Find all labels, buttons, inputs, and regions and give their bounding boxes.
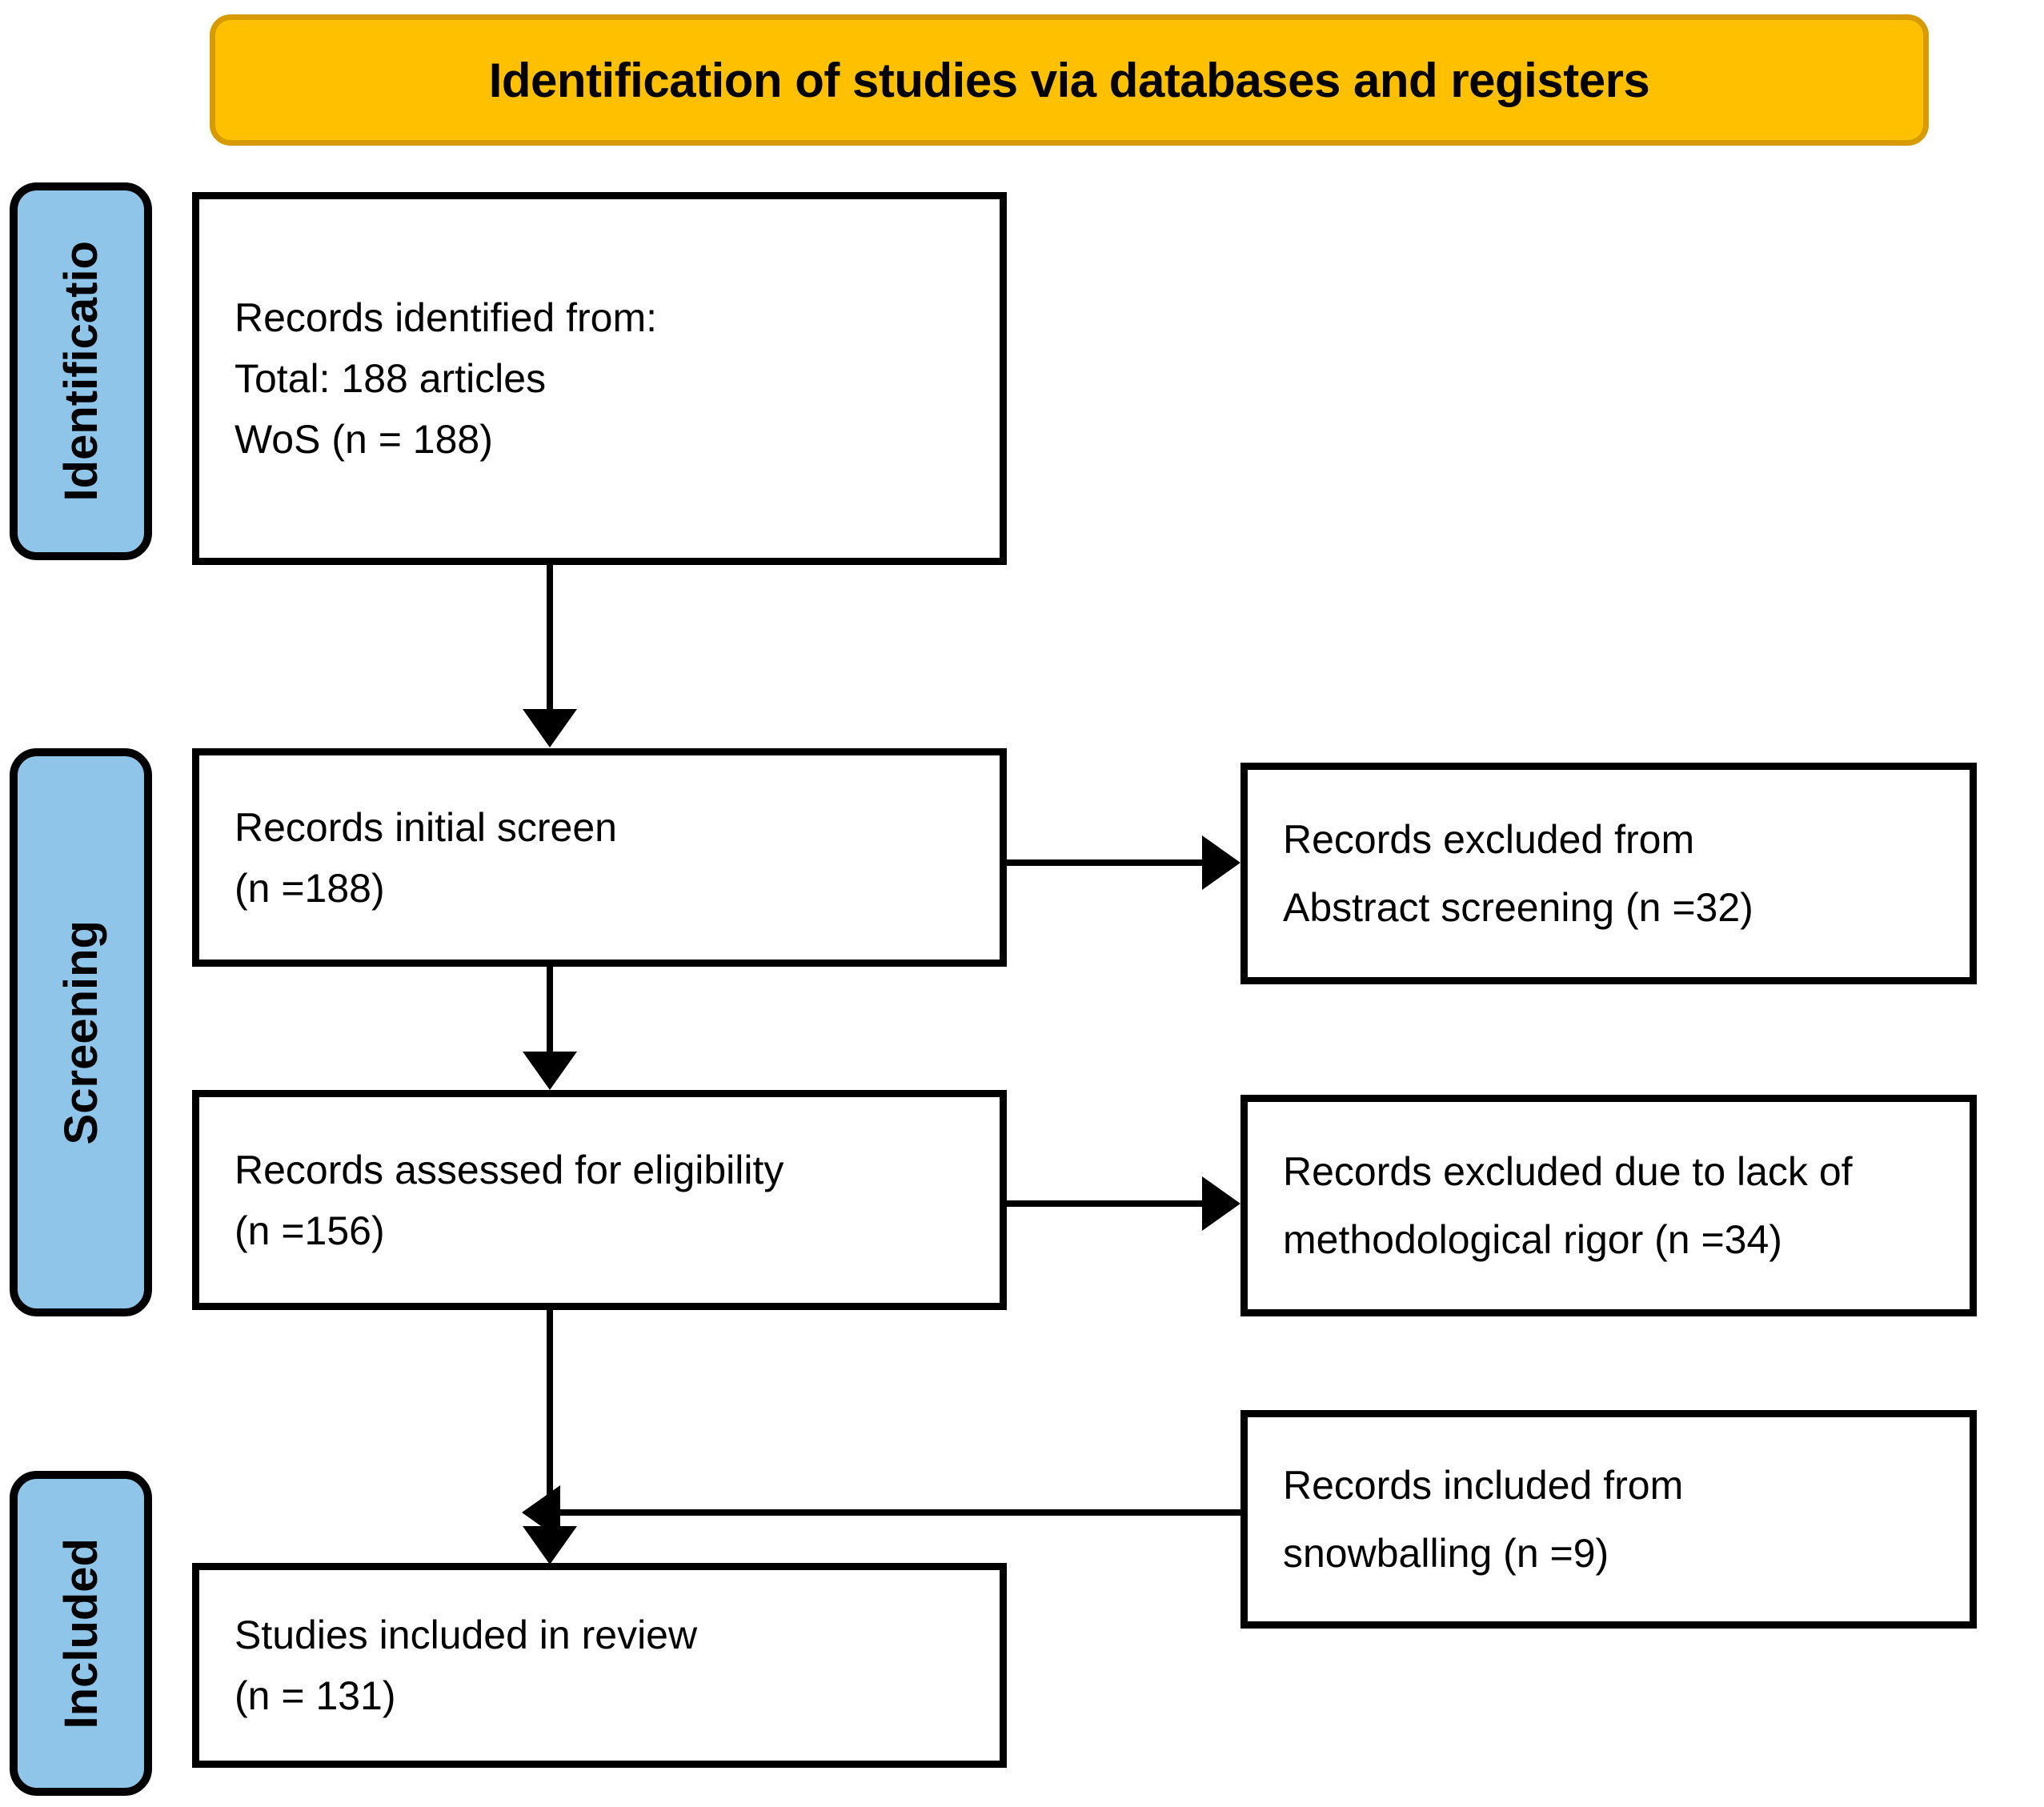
- diagram-header-banner: Identification of studies via databases …: [210, 14, 1929, 146]
- node-records-excluded-rigor-line2: methodological rigor (n =34): [1283, 1216, 1782, 1262]
- node-records-initial-screen-line1: Records initial screen: [234, 804, 617, 850]
- node-records-included-snowballing: Records included from snowballing (n =9): [1240, 1410, 1977, 1629]
- connector-initial-screen-to-eligibility-line: [547, 967, 553, 1053]
- stage-label-screening-text: Screening: [54, 920, 107, 1145]
- node-records-included-snowballing-line2: snowballing (n =9): [1283, 1530, 1609, 1576]
- connector-identified-to-initial-screen-line: [547, 565, 553, 711]
- connector-snowballing-to-main-trunk-line: [560, 1509, 1242, 1516]
- node-studies-included-review-line2: (n = 131): [234, 1673, 396, 1718]
- node-records-excluded-abstract-line2: Abstract screening (n =32): [1283, 884, 1753, 930]
- node-records-identified-line2: Total: 188 articles: [234, 356, 547, 401]
- arrow-right-icon-initial-screen-to-excluded-abstract: [1202, 835, 1240, 890]
- node-records-initial-screen-line2: (n =188): [234, 865, 385, 911]
- node-records-identified-line1: Records identified from:: [234, 295, 658, 340]
- arrow-down-icon-identified-to-initial-screen: [523, 709, 577, 747]
- connector-eligibility-to-excluded-rigor-line: [1007, 1200, 1207, 1207]
- arrow-right-icon-eligibility-to-excluded-rigor: [1202, 1176, 1240, 1231]
- node-records-excluded-abstract: Records excluded from Abstract screening…: [1240, 763, 1977, 984]
- node-records-included-snowballing-line1: Records included from: [1283, 1462, 1684, 1508]
- connector-eligibility-to-included-review-line: [547, 1310, 553, 1528]
- stage-label-screening: Screening: [10, 748, 152, 1316]
- node-records-assessed-eligibility-line2: (n =156): [234, 1208, 385, 1253]
- arrow-down-icon-initial-screen-to-eligibility: [523, 1052, 577, 1090]
- node-records-excluded-rigor-line1: Records excluded due to lack of: [1283, 1148, 1853, 1194]
- page-title: Identification of studies via databases …: [488, 53, 1650, 107]
- stage-label-identification-text: Identificatio: [54, 241, 107, 502]
- connector-initial-screen-to-excluded-abstract-line: [1007, 859, 1207, 866]
- node-records-identified: Records identified from: Total: 188 arti…: [192, 192, 1007, 565]
- node-records-identified-line3: WoS (n = 188): [234, 417, 493, 462]
- arrow-left-icon-snowballing-to-main-trunk: [522, 1485, 560, 1540]
- stage-label-included: Included: [10, 1471, 152, 1796]
- node-records-excluded-rigor: Records excluded due to lack of methodol…: [1240, 1095, 1977, 1316]
- node-records-assessed-eligibility-line1: Records assessed for eligibility: [234, 1147, 784, 1192]
- node-records-excluded-abstract-line1: Records excluded from: [1283, 816, 1695, 862]
- node-records-initial-screen: Records initial screen (n =188): [192, 748, 1007, 967]
- node-records-assessed-eligibility: Records assessed for eligibility (n =156…: [192, 1090, 1007, 1310]
- stage-label-included-text: Included: [54, 1537, 107, 1729]
- node-studies-included-review: Studies included in review (n = 131): [192, 1563, 1007, 1768]
- stage-label-identification: Identificatio: [10, 182, 152, 560]
- node-studies-included-review-line1: Studies included in review: [234, 1613, 698, 1657]
